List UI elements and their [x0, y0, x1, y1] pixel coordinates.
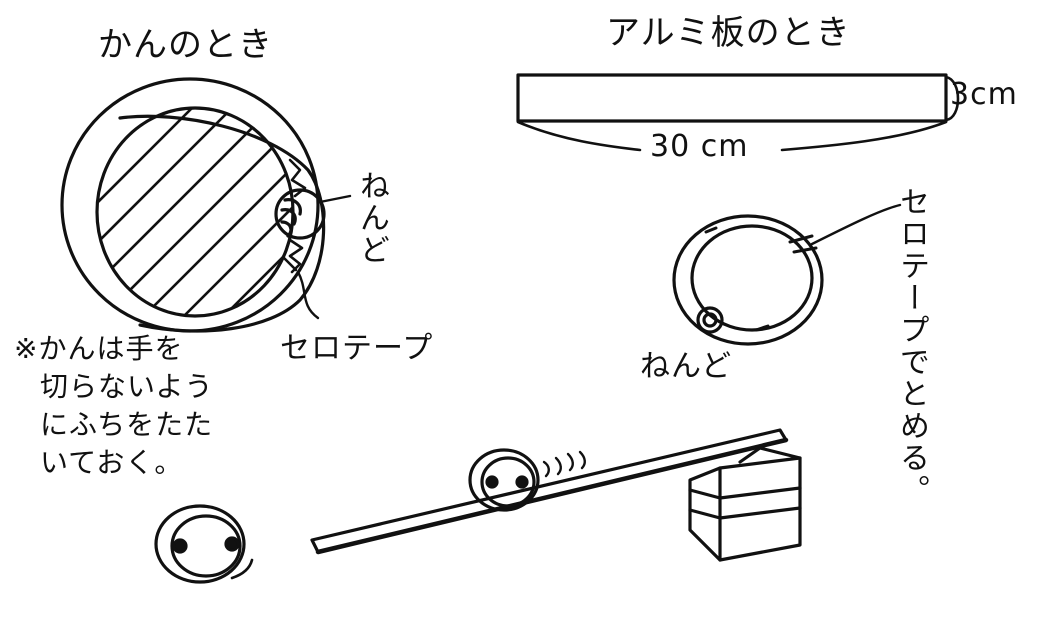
cylinder-clay-label: ねんど	[640, 349, 733, 384]
cylinder-small-marks	[704, 226, 770, 332]
can-clay-label: ねんど	[354, 170, 389, 266]
ramp-board-edge	[315, 437, 789, 555]
note-line-4: いておく。	[40, 446, 184, 479]
aluminum-cylinder-drawing	[672, 203, 902, 346]
ramp-board	[310, 428, 788, 554]
height-label: 3cm	[950, 77, 1018, 112]
note-line-1: ※かんは手を	[14, 332, 184, 365]
motion-marks	[542, 450, 586, 478]
width-label: 30 cm	[650, 129, 749, 164]
aluminum-plate-rect	[516, 73, 948, 123]
ramp-support-block	[688, 446, 802, 562]
note-line-3: にふちをたた	[40, 408, 214, 441]
note-line-2: 切らないよう	[40, 370, 214, 403]
can-section-title: かんのとき	[98, 25, 273, 65]
height-bracket	[944, 75, 960, 122]
can-tape-label: セロテープ	[280, 331, 434, 366]
rolling-can	[468, 448, 540, 512]
can-drawing	[60, 77, 352, 333]
aluminum-plate-drawing	[516, 73, 960, 152]
standalone-can-drawing	[154, 504, 254, 584]
tape-instruction: セロテープでとめる。	[894, 186, 929, 506]
cylinder-inner	[690, 224, 814, 332]
tape-leader-line	[296, 270, 320, 320]
cylinder-tape-leader	[810, 203, 902, 246]
can-clay-lump	[274, 188, 326, 240]
can-tape-marks	[282, 158, 307, 274]
width-bracket	[516, 120, 948, 152]
clay-leader-line	[318, 194, 352, 204]
ramp-drawing	[310, 428, 802, 562]
can-safety-note: ※かんは手を 切らないよう にふちをたた いておく。	[14, 330, 254, 482]
cylinder-outer	[672, 214, 824, 346]
cylinder-tape-band	[788, 234, 818, 254]
cylinder-clay-lump	[696, 306, 724, 334]
aluminum-section-title: アルミ板のとき	[606, 13, 851, 53]
can-outer-rim	[60, 77, 320, 333]
